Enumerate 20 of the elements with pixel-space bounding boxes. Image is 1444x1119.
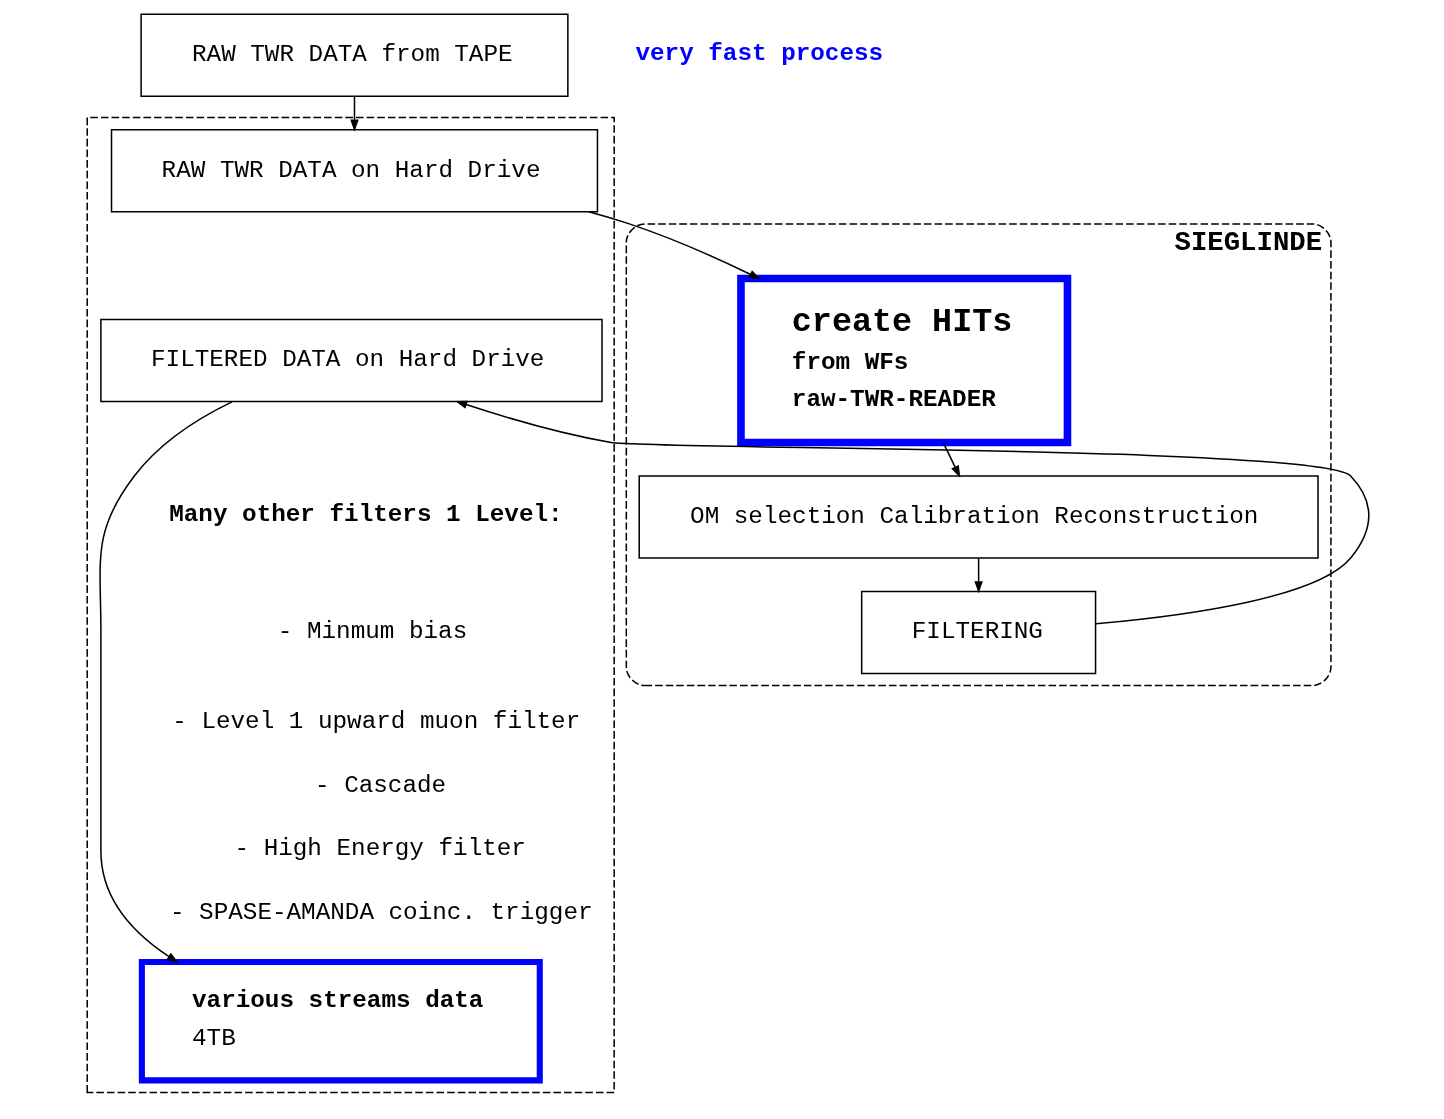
node-box: create HITs from WFs raw-TWR-READER: [737, 274, 1072, 447]
arrow: [99, 401, 233, 963]
node-box: RAW TWR DATA from TAPE: [140, 13, 569, 98]
label: - Level 1 upward muon filter: [172, 707, 581, 735]
arrow: [942, 442, 961, 478]
node-box: FILTERING: [860, 590, 1097, 675]
node-box: RAW TWR DATA on Hard Drive: [110, 129, 599, 213]
label: - SPASE-AMANDA coinc. trigger: [169, 899, 593, 927]
label: - Minmum bias: [277, 618, 468, 646]
arrow: [350, 96, 359, 132]
arrow: [455, 400, 1370, 625]
label: very fast process: [635, 39, 884, 67]
node-box: OM selection Calibration Reconstruction: [638, 475, 1319, 559]
arrow: [974, 557, 983, 594]
label: Many other filters 1 Level:: [169, 501, 563, 529]
label: - Cascade: [315, 771, 447, 799]
node-box: various streams data 4TB: [138, 958, 543, 1084]
label: - High Energy filter: [234, 835, 526, 863]
arrow: [588, 211, 762, 280]
node-box: FILTERED DATA on Hard Drive: [100, 318, 603, 403]
